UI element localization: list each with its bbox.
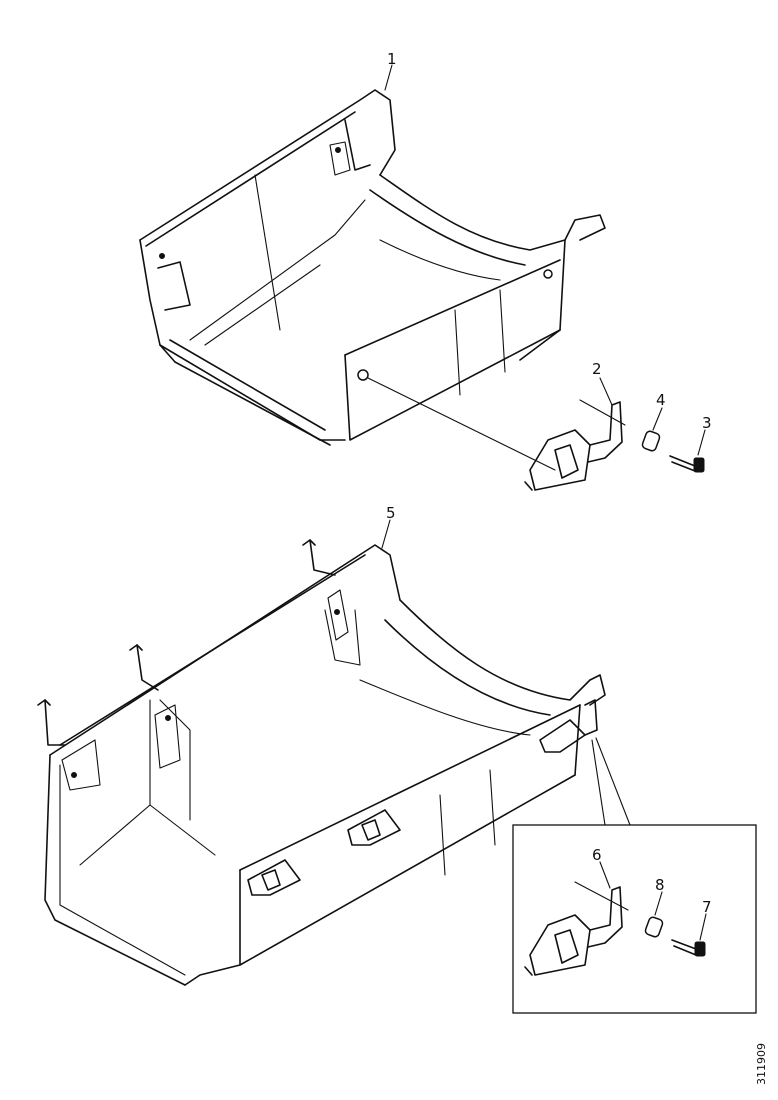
callout-7: 7 [702,898,712,916]
callout-5: 5 [386,504,396,522]
callout-2: 2 [592,360,602,378]
bracket-assembly-upper [524,399,705,491]
bracket-assembly-detail [524,881,706,976]
callout-leaders-detail [599,861,707,941]
callout-leaders-upper [384,64,706,456]
bolt-7 [671,939,706,957]
tray-part-1 [139,89,606,446]
callout-leader-5 [381,519,391,549]
detail-inset-box [512,824,757,1014]
callout-8: 8 [655,876,665,894]
tray-part-5 [37,539,606,986]
washer-4 [641,430,661,452]
leader-line-upper [367,377,556,471]
bolt-3 [669,455,705,473]
reference-code: 311909 [755,1043,768,1085]
callout-4: 4 [656,391,666,409]
washer-8 [644,916,664,938]
detail-pointer-lines [591,737,631,826]
callout-6: 6 [592,846,602,864]
callout-1: 1 [387,50,397,68]
callout-3: 3 [702,414,712,432]
